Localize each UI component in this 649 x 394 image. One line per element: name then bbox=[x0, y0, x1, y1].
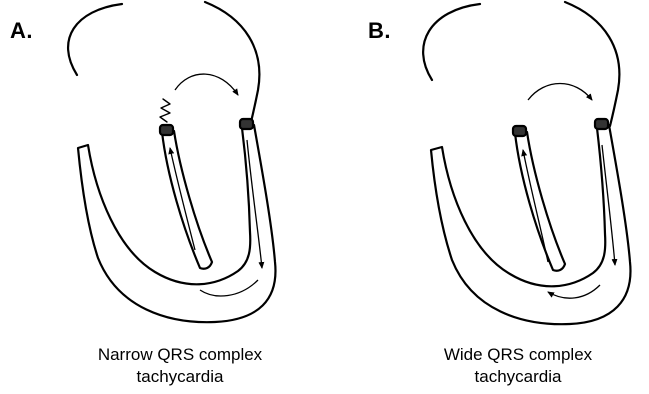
caption-b-line1: Wide QRS complex bbox=[388, 344, 648, 366]
atria-outline-b bbox=[423, 2, 619, 126]
caption-a: Narrow QRS complex tachycardia bbox=[30, 344, 330, 388]
septum-b bbox=[515, 132, 565, 271]
left-bundle-tip-b bbox=[513, 126, 526, 136]
heart-diagram-a bbox=[68, 2, 275, 322]
outer-ventricle-wall-a bbox=[78, 125, 275, 322]
conduction-arrows-b bbox=[523, 84, 615, 299]
caption-a-line2: tachycardia bbox=[30, 366, 330, 388]
heart-diagram-b bbox=[423, 2, 630, 324]
right-bundle-tip-b bbox=[595, 119, 608, 129]
caption-b-line2: tachycardia bbox=[388, 366, 648, 388]
retrograde-arc-arrow-b bbox=[528, 84, 592, 101]
septum-up-arrow-a bbox=[170, 148, 195, 250]
retrograde-arc-arrow-a bbox=[175, 74, 238, 95]
left-bundle-tip-a bbox=[160, 125, 173, 135]
right-bundle-tip-a bbox=[240, 119, 253, 129]
septum-a bbox=[162, 131, 212, 269]
conduction-squiggle-a bbox=[160, 99, 170, 122]
caption-a-line1: Narrow QRS complex bbox=[30, 344, 330, 366]
caption-b: Wide QRS complex tachycardia bbox=[388, 344, 648, 388]
